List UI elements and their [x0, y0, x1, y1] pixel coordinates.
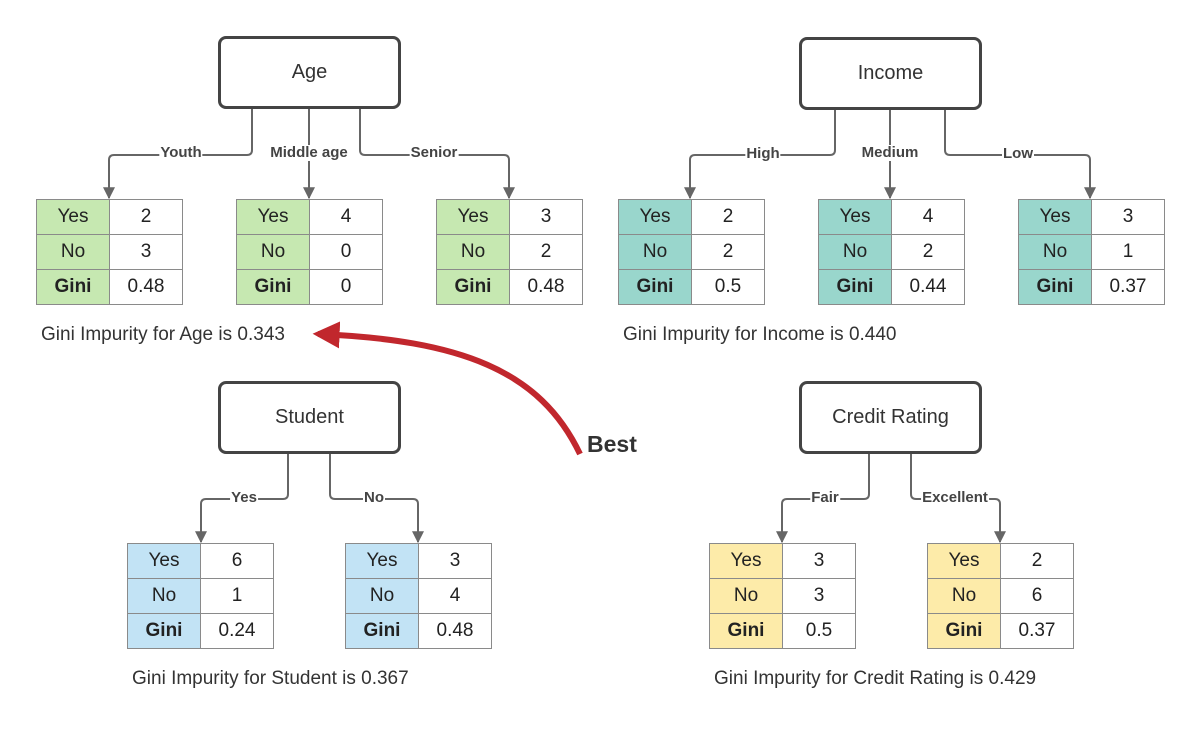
yes-count: 3	[782, 543, 856, 579]
gini-label: Gini	[709, 613, 783, 649]
no-label: No	[345, 578, 419, 614]
yes-label: Yes	[618, 199, 692, 235]
gini-label: Gini	[36, 269, 110, 305]
no-label: No	[709, 578, 783, 614]
node-student: Student	[218, 381, 401, 454]
yes-label: Yes	[927, 543, 1001, 579]
edge-label-senior: Senior	[409, 144, 459, 161]
no-label: No	[818, 234, 892, 270]
yes-label: Yes	[236, 199, 310, 235]
no-count: 2	[509, 234, 583, 270]
best-arrow	[312, 321, 583, 456]
summary-credit-rating: Gini Impurity for Credit Rating is 0.429	[714, 668, 1037, 689]
gini-label: Gini	[618, 269, 692, 305]
gini-label: Gini	[1018, 269, 1092, 305]
no-label: No	[618, 234, 692, 270]
yes-count: 2	[1000, 543, 1074, 579]
no-count: 1	[1091, 234, 1165, 270]
node-income: Income	[799, 37, 982, 110]
gini-value: 0.37	[1091, 269, 1165, 305]
best-label: Best	[587, 431, 637, 457]
yes-label: Yes	[818, 199, 892, 235]
no-label: No	[927, 578, 1001, 614]
gini-value: 0.48	[509, 269, 583, 305]
no-count: 3	[109, 234, 183, 270]
node-age: Age	[218, 36, 401, 109]
no-label: No	[127, 578, 201, 614]
gini-label: Gini	[818, 269, 892, 305]
edge-label-low: Low	[1002, 145, 1034, 162]
no-count: 0	[309, 234, 383, 270]
edge-label-medium: Medium	[860, 144, 920, 161]
yes-count: 3	[509, 199, 583, 235]
gini-value: 0	[309, 269, 383, 305]
no-count: 3	[782, 578, 856, 614]
yes-label: Yes	[709, 543, 783, 579]
no-count: 1	[200, 578, 274, 614]
yes-count: 4	[891, 199, 965, 235]
yes-label: Yes	[436, 199, 510, 235]
gini-label: Gini	[236, 269, 310, 305]
gini-label: Gini	[345, 613, 419, 649]
no-count: 2	[891, 234, 965, 270]
yes-label: Yes	[36, 199, 110, 235]
gini-value: 0.5	[691, 269, 765, 305]
edge-label-youth: Youth	[159, 144, 203, 161]
no-label: No	[436, 234, 510, 270]
summary-age: Gini Impurity for Age is 0.343	[41, 324, 285, 345]
edge-label-fair: Fair	[810, 489, 840, 506]
gini-value: 0.48	[418, 613, 492, 649]
edge-label-high: High	[745, 145, 781, 162]
gini-label: Gini	[127, 613, 201, 649]
yes-label: Yes	[345, 543, 419, 579]
node-credit-rating: Credit Rating	[799, 381, 982, 454]
no-label: No	[1018, 234, 1092, 270]
gini-label: Gini	[927, 613, 1001, 649]
gini-value: 0.24	[200, 613, 274, 649]
gini-value: 0.48	[109, 269, 183, 305]
summary-income: Gini Impurity for Income is 0.440	[623, 324, 897, 345]
edge-label-excellent: Excellent	[921, 489, 989, 506]
no-count: 6	[1000, 578, 1074, 614]
gini-value: 0.37	[1000, 613, 1074, 649]
yes-count: 4	[309, 199, 383, 235]
no-count: 2	[691, 234, 765, 270]
summary-student: Gini Impurity for Student is 0.367	[132, 668, 409, 689]
yes-count: 2	[691, 199, 765, 235]
yes-count: 3	[1091, 199, 1165, 235]
edge-label-student-yes: Yes	[230, 489, 258, 506]
gini-label: Gini	[436, 269, 510, 305]
yes-count: 3	[418, 543, 492, 579]
no-label: No	[236, 234, 310, 270]
yes-count: 2	[109, 199, 183, 235]
edge-label-student-no: No	[363, 489, 385, 506]
yes-label: Yes	[127, 543, 201, 579]
yes-count: 6	[200, 543, 274, 579]
edge-label-middle-age: Middle age	[269, 144, 349, 161]
no-count: 4	[418, 578, 492, 614]
no-label: No	[36, 234, 110, 270]
yes-label: Yes	[1018, 199, 1092, 235]
gini-value: 0.44	[891, 269, 965, 305]
gini-value: 0.5	[782, 613, 856, 649]
